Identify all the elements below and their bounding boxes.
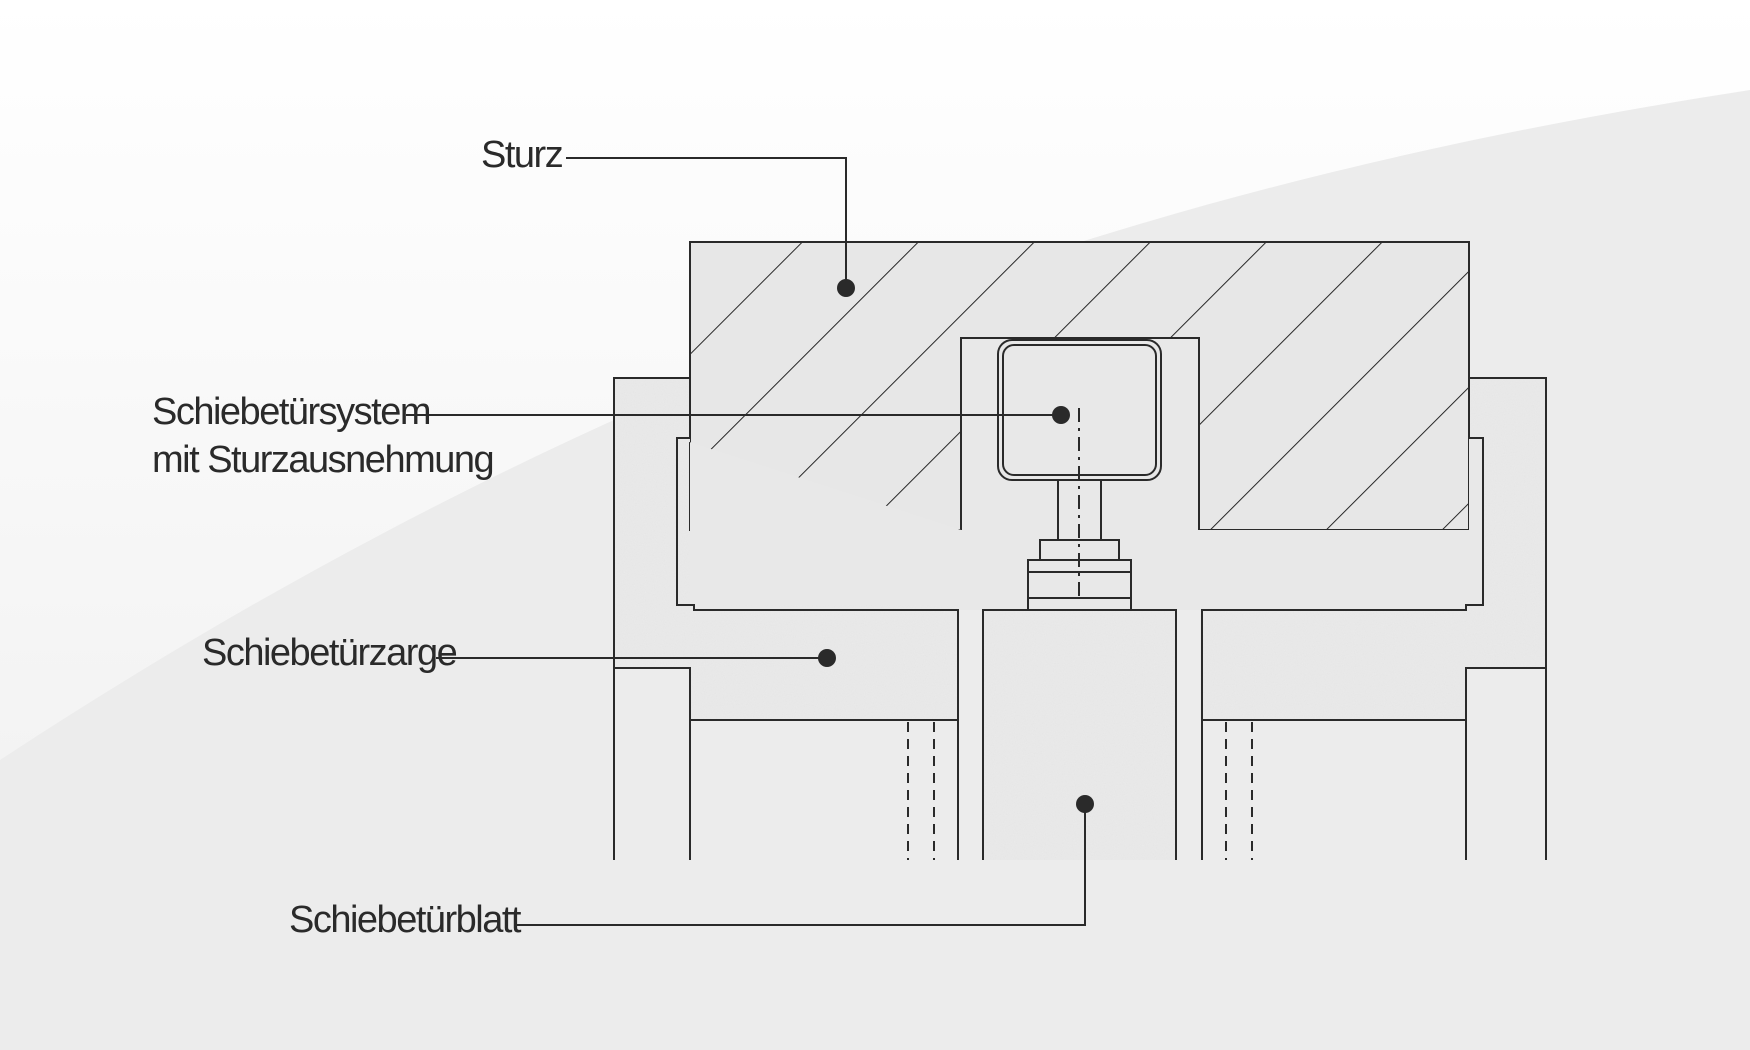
- leader-lines: [406, 157, 1086, 926]
- markers: [818, 279, 1094, 813]
- door-leaf: [983, 610, 1176, 860]
- leader-sturz: [566, 157, 847, 288]
- label-sliding-system-line1: Schiebetürsystem: [152, 391, 432, 433]
- marker-blatt: [1076, 795, 1094, 813]
- sliding-track-system: [997, 339, 1162, 611]
- marker-sturz: [837, 279, 855, 297]
- marker-system: [1052, 406, 1070, 424]
- background-swoosh: [0, 0, 1750, 760]
- label-zarge: Schiebetürzarge: [202, 632, 458, 674]
- leader-blatt: [514, 805, 1086, 926]
- label-sliding-system: Schiebetürsystem mit Sturzausnehmung: [152, 389, 495, 484]
- label-blatt: Schiebetürblatt: [289, 899, 522, 941]
- label-sturz: Sturz: [481, 134, 564, 176]
- frame-dashed-lines: [907, 722, 1253, 860]
- label-sliding-system-line2: mit Sturzausnehmung: [152, 438, 495, 481]
- marker-zarge: [818, 649, 836, 667]
